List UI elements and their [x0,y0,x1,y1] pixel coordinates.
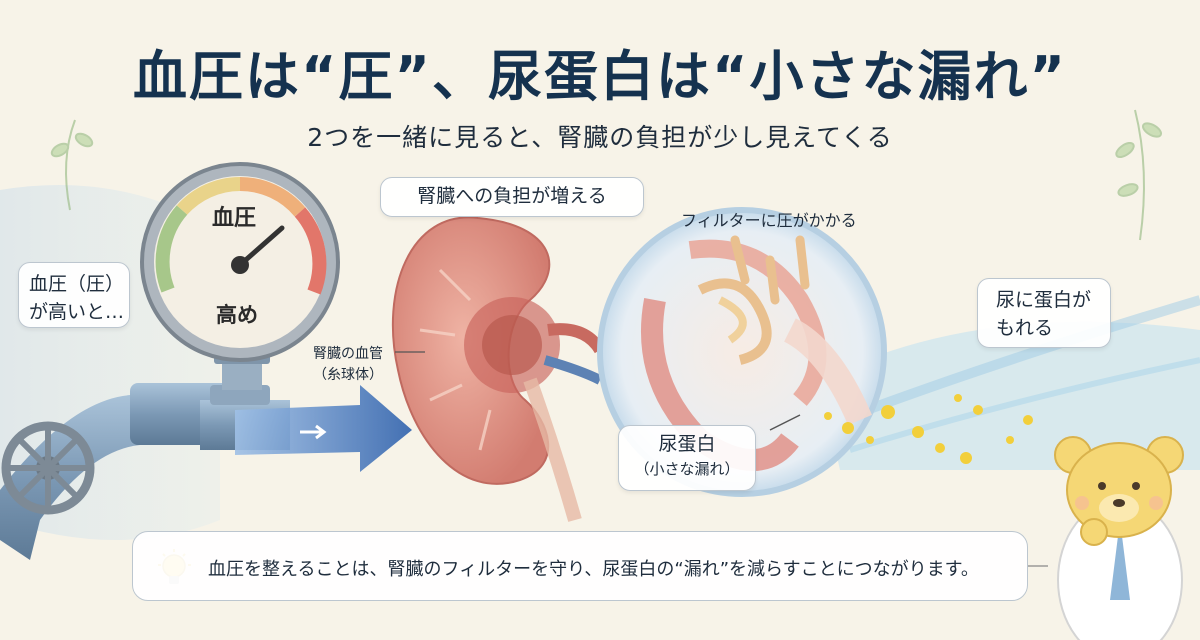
kidney-illustration [391,216,606,522]
message-box [132,531,1028,601]
filter-pressure-label: フィルターに圧がかかる [681,211,857,230]
pressure-line2: が高いと… [29,300,125,323]
page-subtitle: 2つを一緒に見ると、腎臓の負担が少し見えてくる [307,123,893,152]
protein-sub: （小さな漏れ） [634,459,740,478]
pressure-line1: 血圧（圧） [29,273,125,295]
protein-label: 尿蛋白 [658,433,716,455]
bottom-message: 血圧を整えることは、腎臓のフィルターを守り、尿蛋白の“漏れ”を減らすことにつなが… [208,559,979,580]
vessel-line2: （糸球体） [313,367,383,383]
magnified-glomerulus [597,207,887,497]
flow-arrow [235,385,412,472]
vessel-line1: 腎臓の血管 [313,346,383,362]
gauge-top-label: 血圧 [212,206,257,231]
vessel-label: 腎臓の血管 （糸球体） [313,344,383,386]
valve-wheel-icon [1,421,95,515]
kidney-load-bubble: 腎臓への負担が増える [380,177,644,217]
gauge-bottom-label: 高め [216,303,258,327]
pressure-bubble: 血圧（圧） が高いと… [18,262,130,328]
plant-icon [50,109,1163,241]
bear-doctor-icon [1054,436,1184,640]
protein-droplets [824,394,1033,464]
page-title: 血圧は“圧”、尿蛋白は“小さな漏れ” [133,45,1067,108]
leak-line1: 尿に蛋白が [996,289,1092,311]
protein-bubble: 尿蛋白 （小さな漏れ） [618,425,756,491]
leak-line2: もれる [996,316,1054,339]
pressure-gauge [140,162,340,362]
leak-bubble: 尿に蛋白が もれる [977,278,1111,348]
